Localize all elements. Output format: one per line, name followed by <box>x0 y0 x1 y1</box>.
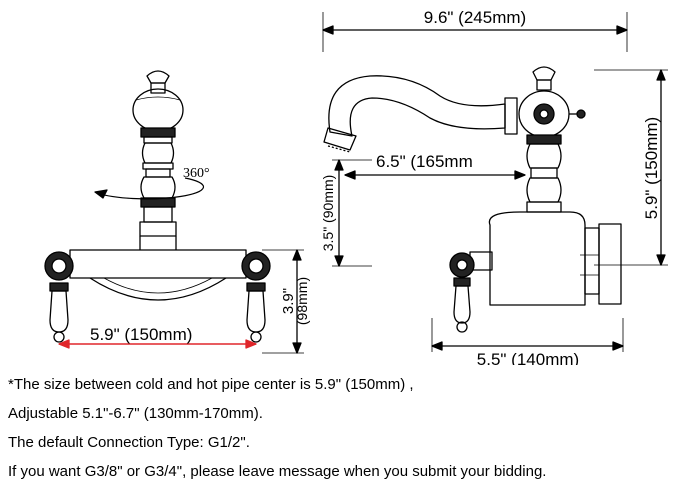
handle-height-label-line1: 3.9" <box>280 288 297 314</box>
front-view: 360° 5.9" (150mm) 3.9" (98mm) <box>44 70 310 354</box>
rotation-label: 360° <box>183 166 210 181</box>
spout-height-label: 3.5" (90mm) <box>320 175 336 252</box>
note-alternative-sizes: If you want G3/8" or G3/4", please leave… <box>8 463 547 480</box>
front-right-handle <box>246 290 266 333</box>
front-sphere <box>132 88 184 132</box>
base-depth-label: 5.5" (140mm) <box>477 350 579 365</box>
spout-reach-label: 6.5" (165mm <box>376 152 473 171</box>
side-valve-body <box>504 97 518 135</box>
front-arm-bar <box>69 249 247 279</box>
side-lower-body <box>488 211 586 306</box>
note-pipe-center: *The size between cold and hot pipe cent… <box>8 376 414 393</box>
front-ring-upper <box>140 127 176 138</box>
total-height-label: 5.9" (150mm) <box>642 117 661 219</box>
faucet-dimension-drawing: 360° 5.9" (150mm) 3.9" (98mm) <box>44 8 668 365</box>
front-arm-bottom <box>89 277 227 301</box>
overall-width-label: 9.6" (245mm) <box>424 8 526 27</box>
side-top-knob <box>532 66 556 81</box>
front-knob-neck <box>150 82 166 94</box>
wall-flange <box>584 227 600 295</box>
front-body-lower <box>140 176 176 199</box>
pipe-center-label: 5.9" (150mm) <box>90 325 192 344</box>
rotation-arrow <box>94 177 204 200</box>
front-top-knob <box>146 70 170 84</box>
front-body-upper <box>141 142 175 164</box>
note-adjustable: Adjustable 5.1"-6.7" (130mm-170mm). <box>8 405 263 422</box>
spout <box>328 75 506 137</box>
handle-height-label-line2: (98mm) <box>294 277 310 325</box>
side-handle <box>453 285 471 324</box>
side-view: 9.6" (245mm) <box>320 8 668 365</box>
front-left-handle <box>49 290 69 333</box>
wall-plate <box>598 223 622 305</box>
note-connection-type: The default Connection Type: G1/2". <box>8 434 250 451</box>
